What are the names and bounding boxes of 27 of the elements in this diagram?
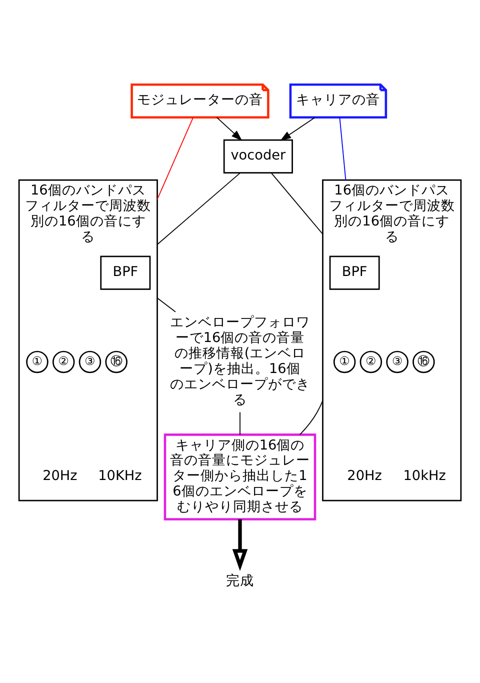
label: 10KHz bbox=[98, 468, 142, 484]
connector bbox=[339, 117, 346, 181]
label: 20Hz bbox=[347, 468, 382, 484]
arrow bbox=[232, 519, 248, 571]
node-circle: ② bbox=[360, 350, 382, 374]
node-circle: ⑯ bbox=[105, 350, 128, 374]
connector bbox=[156, 298, 176, 312]
connector bbox=[156, 117, 194, 200]
node-circle: ① bbox=[26, 350, 48, 374]
node-circle: ③ bbox=[386, 350, 408, 374]
node-circle: ③ bbox=[78, 350, 102, 374]
node-box: BPF bbox=[329, 256, 380, 290]
node-text: 完成 bbox=[226, 573, 254, 590]
node-box: BPF bbox=[100, 256, 151, 290]
connector bbox=[299, 400, 324, 436]
label: 10kHz bbox=[403, 468, 446, 484]
node-text: エンベロープフォロワーで16個の音の音量の推移情報(エンベロープ)を抽出。16個のエンベロープができる bbox=[170, 314, 310, 408]
label: 20Hz bbox=[42, 468, 78, 484]
node-box: vocoder bbox=[223, 139, 293, 174]
connector bbox=[156, 172, 240, 245]
node-circle: ② bbox=[52, 350, 75, 374]
node-circle: ① bbox=[333, 350, 356, 374]
node-box: キャリア側の16個の音の音量にモジュレーター側から抽出した16個のエンベロープをむりやり同期させる bbox=[164, 434, 316, 520]
arrow bbox=[280, 116, 316, 141]
connector bbox=[270, 172, 324, 235]
arrow bbox=[216, 116, 242, 141]
node-circle: ⑯ bbox=[412, 350, 435, 374]
